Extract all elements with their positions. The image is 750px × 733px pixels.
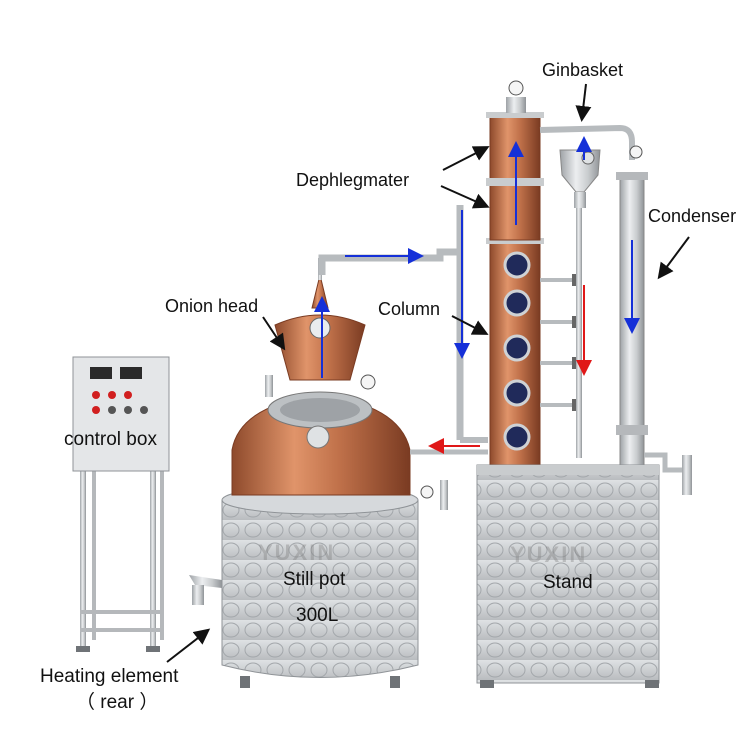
watermark-pot: YUXIN: [258, 540, 336, 565]
stand-cabinet: [476, 464, 660, 688]
label-column: Column: [378, 299, 441, 319]
label-heating-element: Heating element: [40, 666, 179, 687]
label-still-pot: Still pot: [283, 569, 346, 590]
ginbasket-body: [539, 124, 635, 458]
control-box-stand: [76, 470, 164, 652]
condenser-body: [616, 145, 692, 495]
label-condenser: Condenser: [648, 206, 737, 226]
control-box-cabinet: [72, 356, 170, 472]
label-onion-head: Onion head: [165, 296, 259, 316]
label-control-box: control box: [64, 429, 157, 450]
callout-arrows: [166, 83, 690, 663]
column-body: [486, 238, 544, 466]
label-ginbasket: Ginbasket: [542, 60, 624, 80]
flow-arrows: [314, 136, 640, 454]
onion-head: [265, 258, 376, 397]
column-valves: [540, 274, 580, 411]
vapor-pipe: [318, 205, 488, 455]
label-dephlegmater: Dephlegmater: [296, 170, 410, 190]
copper-dome: [189, 391, 448, 605]
label-stand: Stand: [543, 572, 593, 593]
label-still-pot-volume: 300L: [296, 605, 339, 626]
label-heating-element-note: （ rear ）: [76, 692, 159, 713]
watermark-stand: YUXIN: [510, 542, 588, 567]
